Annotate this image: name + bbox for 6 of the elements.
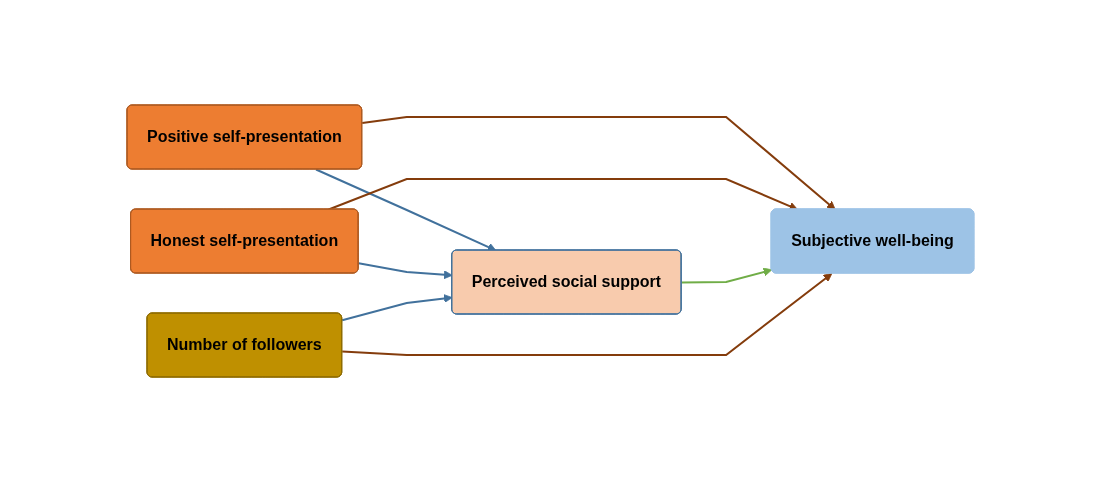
arrow bbox=[361, 116, 836, 210]
arrow bbox=[680, 267, 773, 284]
arrow bbox=[315, 168, 497, 252]
arrow bbox=[357, 262, 453, 280]
arrow bbox=[341, 273, 833, 356]
arrow bbox=[341, 294, 453, 322]
